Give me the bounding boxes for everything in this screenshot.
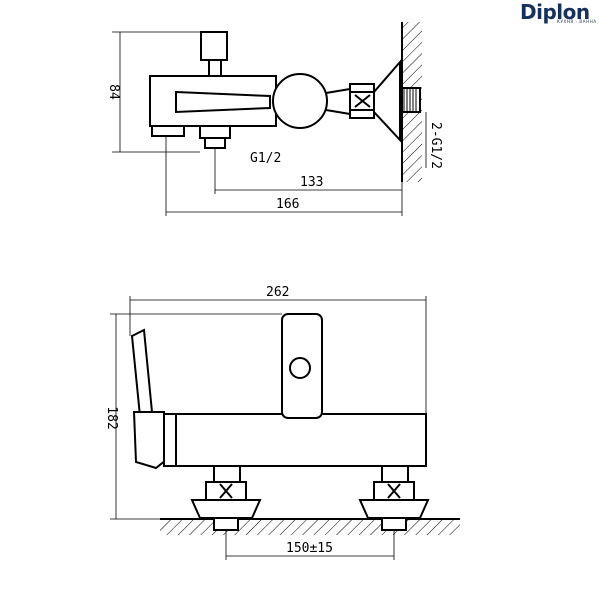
- dim-166-label: 166: [276, 197, 299, 212]
- front-view: 262 182 150±15: [104, 285, 460, 560]
- diverter-knob: [200, 31, 228, 77]
- dim-133-label: 133: [300, 175, 323, 190]
- left-connector: [190, 465, 262, 531]
- escutcheon: [373, 59, 401, 143]
- dim-166: 166: [165, 136, 403, 216]
- dim-150: 150±15: [225, 530, 395, 560]
- inlet-thread-label: G1/2: [250, 151, 281, 166]
- hand-shower: [130, 328, 168, 470]
- brand-logo: Diplon: [520, 0, 590, 24]
- right-connector: [358, 465, 430, 531]
- inlet-connector: [199, 125, 231, 149]
- floor: [160, 518, 460, 535]
- dim-84: 84: [106, 31, 200, 153]
- wall-thread-label: 2-G1/2: [428, 122, 443, 169]
- lever-handle: [281, 313, 323, 419]
- mixer-body-side: [149, 75, 277, 127]
- wall-thread: [401, 87, 421, 113]
- dim-133: 133: [214, 148, 402, 194]
- dim-182-label: 182: [104, 406, 119, 429]
- dim-84-label: 84: [106, 84, 121, 100]
- handle-ball: [272, 73, 328, 129]
- spout-outlet: [151, 125, 185, 137]
- side-view: 84 G1/2 2-G1/2 133 166: [106, 22, 443, 216]
- dim-182: 182: [104, 313, 282, 520]
- dim-150-label: 150±15: [286, 541, 333, 556]
- brand-tagline: КУХНЯ · ВАННА: [557, 19, 597, 24]
- mixer-body-front: [163, 413, 427, 467]
- dim-262-label: 262: [266, 285, 289, 300]
- hex-nut: [349, 83, 375, 119]
- dim-262: 262: [129, 285, 427, 414]
